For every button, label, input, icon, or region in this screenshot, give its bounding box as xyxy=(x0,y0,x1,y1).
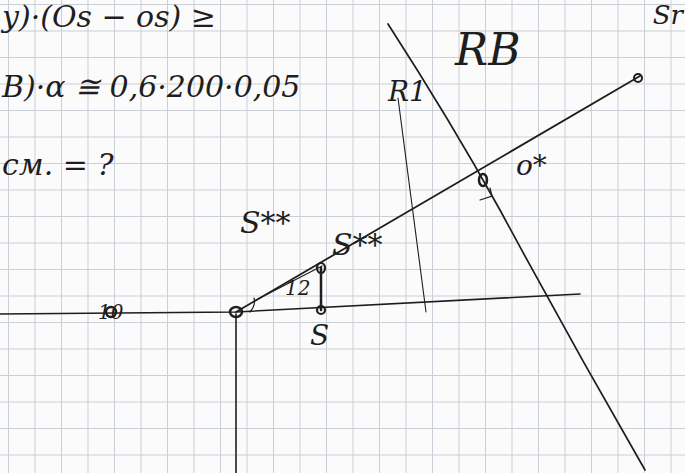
point-label: Sr xyxy=(653,2,683,28)
right-angle-mark xyxy=(480,188,492,200)
point-label: S** xyxy=(332,230,383,260)
vertical-line xyxy=(235,314,237,473)
point xyxy=(230,307,242,317)
angle-label: 12 xyxy=(285,278,310,298)
formula-line: см. = ? xyxy=(2,150,114,180)
point-label: S xyxy=(310,322,329,350)
formula-line: B)·α ≅ 0,6·200·0,05 xyxy=(2,72,300,102)
segment-s xyxy=(320,268,323,310)
angle-arc xyxy=(250,298,255,312)
ray-line xyxy=(236,76,640,312)
point-label: 10 xyxy=(98,302,123,322)
point-label: S** xyxy=(240,208,291,238)
point xyxy=(317,306,325,314)
curve-label: RB xyxy=(455,28,520,72)
line-r1 xyxy=(398,98,426,312)
point-label: o* xyxy=(516,152,547,180)
curve-rb xyxy=(388,24,645,470)
formula-line: y)·(Os − os) ≥ xyxy=(2,2,216,32)
line-label: R1 xyxy=(388,78,427,106)
short-ray xyxy=(256,266,322,300)
point xyxy=(479,174,487,186)
point xyxy=(317,263,325,273)
point xyxy=(634,74,642,82)
